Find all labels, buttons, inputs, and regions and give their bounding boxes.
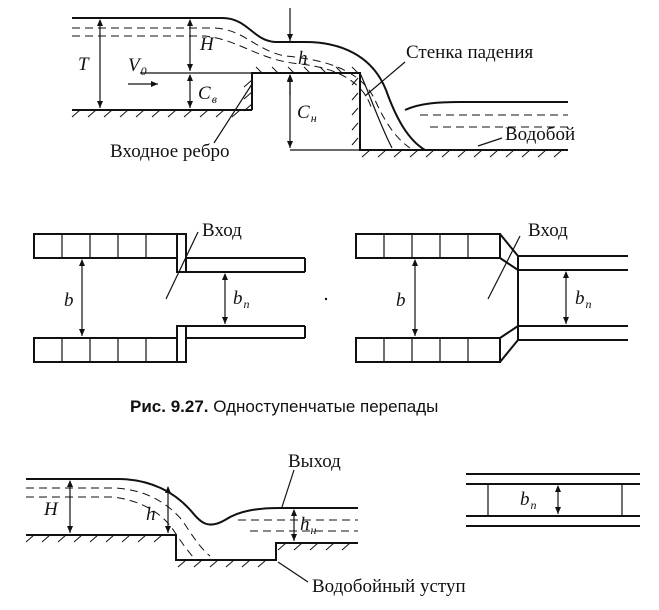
plan-right: Вход b bп — [355, 220, 628, 363]
plan-left-entrance-leader — [165, 231, 199, 300]
bottom-bed-hatching — [25, 534, 351, 568]
edge-leader — [213, 83, 253, 144]
figure-caption: Рис. 9.27. Одноступенчатые перепады — [130, 397, 438, 416]
plan-right-entrance-label: Вход — [528, 220, 568, 241]
plan-right-top-wall — [355, 233, 501, 259]
bottom-label-h: h — [146, 504, 156, 525]
edge-label: Входное ребро — [110, 141, 230, 162]
downstream-surface — [404, 101, 568, 111]
plan-left-step-bottom — [176, 325, 187, 363]
label-Cv: Cв — [198, 83, 217, 106]
plan-left-wall-ticks — [61, 234, 147, 362]
bottom-bed-profile — [26, 534, 358, 561]
bottom-streamline-1 — [26, 487, 211, 557]
plan-left-top-wall — [33, 233, 178, 259]
plan-right-label-bn: bп — [575, 288, 592, 311]
wall-leader — [364, 61, 406, 97]
plan-small-label-bn: bп — [520, 489, 537, 512]
plan-left-entrance-label: Вход — [202, 220, 242, 241]
label-T: T — [78, 54, 90, 75]
basin-label: Водобой — [505, 124, 575, 145]
plan-left-step-top — [176, 233, 187, 273]
plan-left-bottom-wall — [33, 337, 178, 363]
step-leader — [277, 561, 309, 583]
bottom-free-surface — [26, 478, 358, 526]
bottom-profile: H h hн Выход Водобойный уступ — [25, 451, 466, 597]
plan-left-label-bn: bп — [233, 288, 250, 311]
label-H: H — [199, 34, 215, 55]
nappe-lower-edge — [359, 72, 393, 149]
plan-right-wall-ticks — [383, 234, 469, 362]
plan-left: Вход b bп — [33, 220, 306, 363]
bottom-label-hn: hн — [300, 514, 317, 537]
separator-dot — [324, 297, 328, 301]
plan-right-entrance-leader — [487, 235, 521, 300]
upstream-bed-hatching — [71, 66, 563, 158]
plan-left-label-b: b — [64, 290, 74, 311]
free-surface-nappe-upper — [72, 17, 426, 151]
bottom-label-H: H — [43, 499, 59, 520]
exit-leader — [281, 469, 295, 508]
basin-leader — [477, 137, 503, 147]
plan-right-bottom-wall — [355, 337, 501, 363]
top-profile: T H V0 Cв h Cн Стенка падения Водобой Вх… — [71, 8, 575, 162]
plan-right-label-b: b — [396, 290, 406, 311]
label-h: h — [298, 48, 308, 69]
label-V: V0 — [128, 55, 147, 78]
bottom-streamline-2 — [26, 496, 197, 561]
exit-label: Выход — [288, 451, 341, 472]
wall-label: Стенка падения — [406, 42, 533, 63]
step-label: Водобойный уступ — [312, 576, 466, 597]
plan-small: bп — [466, 473, 640, 527]
plan-right-taper-bottom — [499, 325, 519, 363]
label-Cn: Cн — [297, 102, 317, 125]
plan-right-taper-top — [499, 233, 519, 271]
streamline-1 — [72, 27, 411, 149]
